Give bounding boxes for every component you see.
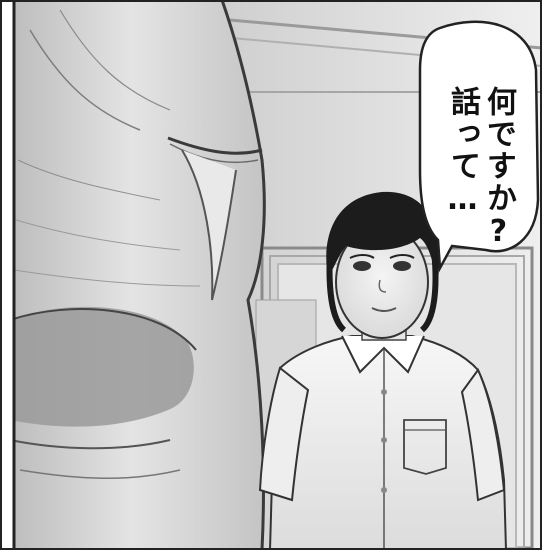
boy-figure (258, 191, 508, 550)
speech-line-2: 話って… (445, 86, 480, 219)
foreground-figure (0, 0, 266, 550)
speech-line-1: 何ですか? (481, 86, 516, 251)
speech-bubble (418, 20, 540, 273)
